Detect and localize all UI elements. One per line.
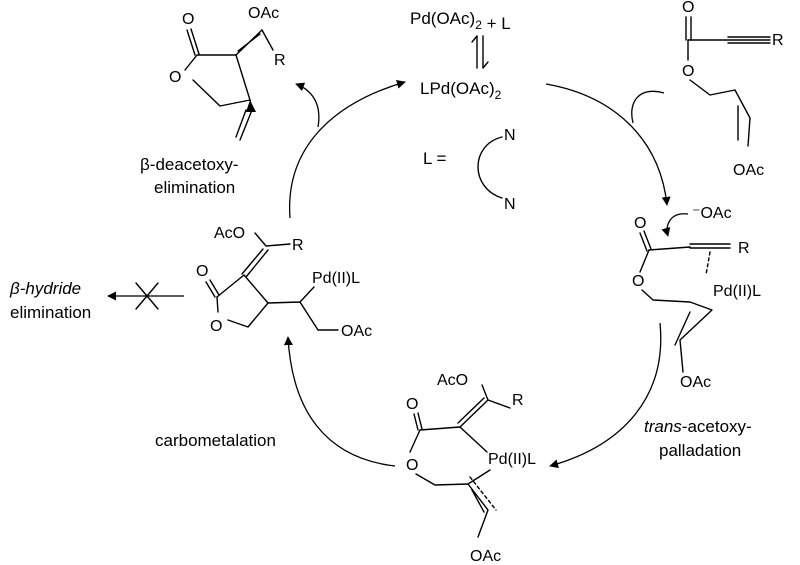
substrate-r: R: [772, 32, 784, 49]
int1-ester-o: O: [632, 273, 644, 290]
active-catalyst-label: LPd(OAc)2: [420, 79, 502, 102]
ligand-n-bottom: N: [504, 196, 516, 213]
int3-lactone-ring: [216, 274, 269, 328]
product-lactone: O O OAc R: [169, 5, 286, 141]
substrate-oac: OAc: [733, 162, 764, 179]
int3-carbonyl-bond: [205, 279, 220, 298]
int3-aco: AcO: [214, 225, 245, 242]
cycle-arrows: [283, 79, 671, 469]
product-r-bond: [261, 29, 274, 51]
label-beta-deacetoxy-1: β-deacetoxy-: [140, 155, 239, 174]
arrow-int3-to-catalyst: [289, 79, 406, 219]
int3-pd: Pd(II)L: [312, 270, 360, 287]
product-oac: OAc: [248, 5, 279, 22]
int2-chain: [415, 469, 491, 538]
int2-pd: Pd(II)L: [488, 451, 536, 468]
blocked-cross-mark: [135, 282, 159, 310]
int3-oac: OAc: [341, 323, 372, 340]
int3-side-chain: [216, 286, 339, 331]
int2-aco: AcO: [437, 372, 468, 389]
precatalyst-label: Pd(OAc)2 + L: [410, 9, 511, 33]
substrate-butenyl-chain: [689, 79, 751, 147]
product-lactone-ring: [184, 54, 251, 107]
intermediate-acetoxypalladation: ⁻OAc O R O Pd(II)L OAc: [632, 205, 761, 391]
arrow-int1-to-int2: [549, 322, 662, 469]
acetate-attack-arrow: [661, 213, 689, 237]
ligand-equals-label: L =: [423, 149, 447, 168]
arrow-product-out: [295, 82, 320, 128]
int3-exocyclic-alkene: [241, 232, 291, 278]
intermediate-vinyl-palladium: AcO R O Pd(II)L O OAc: [406, 372, 536, 565]
int1-pd-pi-bond: [705, 251, 711, 276]
equilibrium-arrow-down: [471, 35, 478, 69]
substrate-alkyne: [687, 36, 771, 44]
ligand-n-top: N: [504, 127, 516, 144]
ligand-definition: L = N N: [423, 127, 516, 213]
int2-carbonyl-bond: [413, 412, 423, 431]
product-carbonyl-o: O: [182, 11, 194, 28]
int3-ring-o: O: [210, 318, 222, 335]
int3-carbonyl-o: O: [196, 263, 208, 280]
int1-alkyne: [648, 243, 731, 251]
acetate-nucleophile: ⁻OAc: [692, 205, 732, 222]
arrow-substrate-in: [631, 90, 665, 124]
substrate-ester-o: O: [682, 63, 694, 80]
blocked-pathway: [107, 282, 184, 310]
arrow-catalyst-to-int1: [545, 83, 671, 206]
int2-pd-alkene-coordination: [469, 476, 497, 511]
product-stereo-wedge: [246, 100, 256, 112]
substrate-carbonyl-o: O: [682, 0, 694, 16]
intermediate-alkyl-palladium: AcO R O O Pd(II)L OAc: [196, 225, 372, 340]
substrate-ynoate: O R O OAc: [682, 0, 784, 179]
int2-r: R: [512, 392, 524, 409]
int1-ester-link: [639, 249, 650, 273]
product-r: R: [274, 52, 286, 69]
int2-ester-o: O: [406, 457, 418, 474]
int1-r: R: [738, 240, 750, 257]
substrate-carbonyl-bond: [685, 16, 692, 41]
label-carbometalation: carbometalation: [155, 431, 276, 450]
int1-chain: [641, 289, 713, 373]
int2-oac: OAc: [470, 548, 501, 565]
product-exocyclic-alkene: [235, 29, 263, 56]
step-labels: β-deacetoxy- elimination β-hydride elimi…: [9, 155, 752, 460]
arrow-int2-to-int3: [283, 336, 396, 467]
int2-alkene: [457, 397, 511, 428]
int1-carbonyl-o: O: [634, 215, 646, 232]
int2-backbone: [409, 426, 488, 453]
int2-carbonyl-o: O: [406, 396, 418, 413]
label-trans-acetoxy-1: trans-acetoxy-: [644, 417, 752, 436]
int1-carbonyl-bond: [639, 230, 652, 252]
equilibrium-arrow-up: [482, 35, 489, 69]
int2-aco-bond: [481, 384, 489, 401]
product-ring-o: O: [169, 69, 181, 86]
ligand-backbone-arc: [477, 136, 503, 199]
label-beta-hydride-1: β-hydride: [9, 279, 81, 298]
label-beta-hydride-2: elimination: [10, 303, 91, 322]
label-beta-deacetoxy-2: elimination: [154, 178, 235, 197]
catalyst-equilibrium: Pd(OAc)2 + L LPd(OAc)2: [410, 9, 511, 102]
int1-oac: OAc: [680, 374, 711, 391]
label-trans-acetoxy-2: palladation: [659, 441, 741, 460]
product-carbonyl-bond: [186, 28, 200, 56]
int1-pd: Pd(II)L: [713, 283, 761, 300]
int3-r: R: [292, 237, 304, 254]
